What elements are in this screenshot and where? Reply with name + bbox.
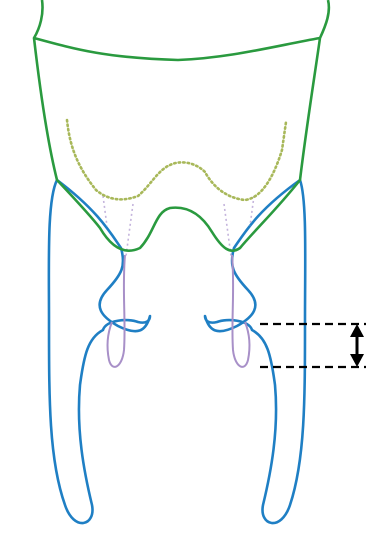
measure-arrow-head-bottom: [350, 354, 364, 367]
connector-left-inner: [126, 204, 133, 256]
measurement-indicator: [260, 324, 366, 367]
left-appendage: [49, 180, 150, 523]
process-connectors: [103, 196, 254, 256]
measure-arrow-head-top: [350, 324, 364, 337]
inner-plate-outline: [67, 120, 286, 200]
connector-left-outer: [103, 196, 107, 226]
outer-plate: [34, 0, 329, 251]
left-inner-process: [108, 255, 125, 367]
